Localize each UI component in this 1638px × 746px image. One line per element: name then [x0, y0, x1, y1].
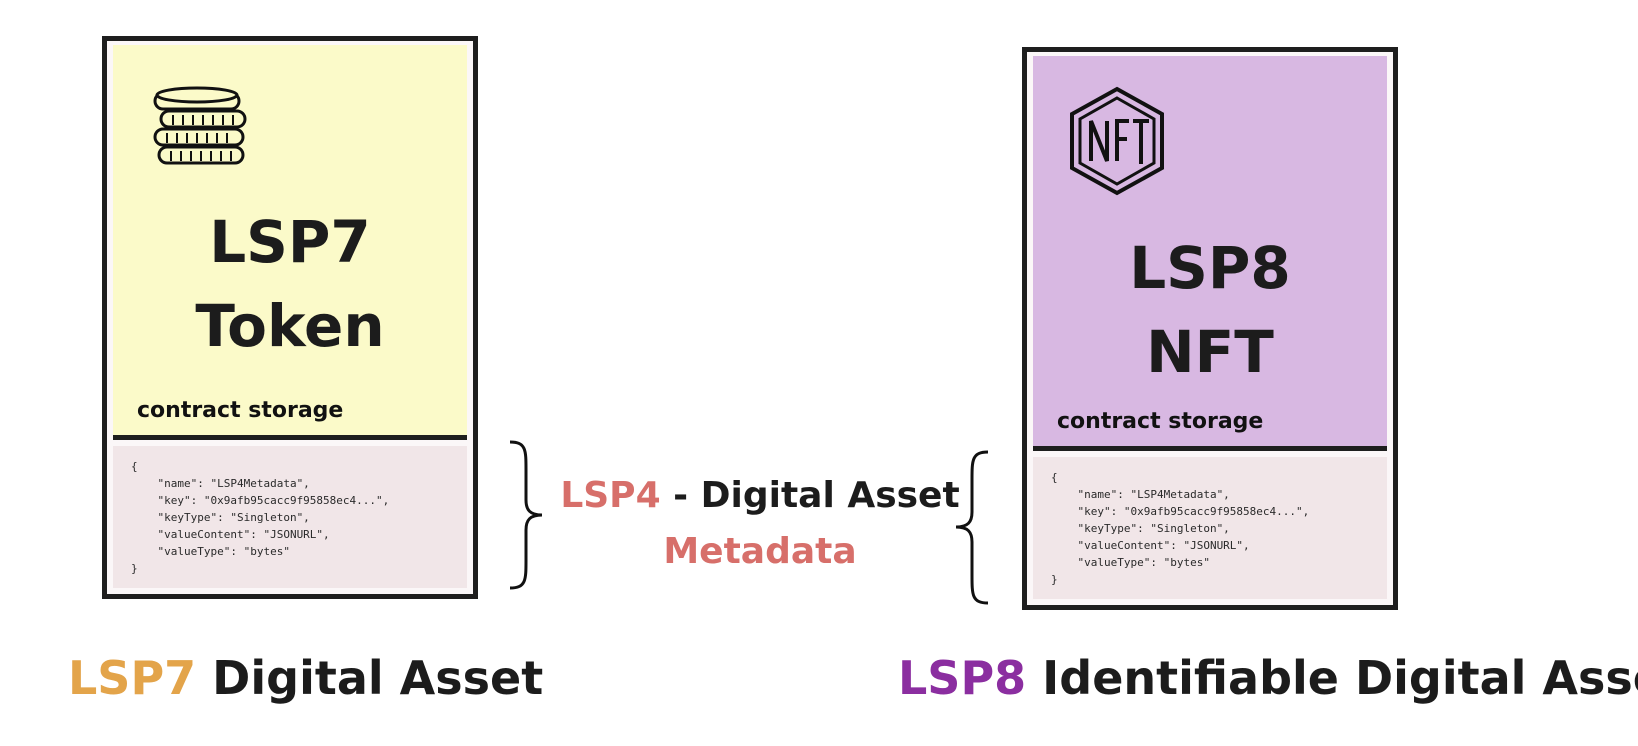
lsp8-card-header: LSP8 NFT contract storage — [1033, 56, 1387, 446]
lsp7-card: LSP7 Token contract storage { "name": "L… — [102, 36, 478, 599]
lsp7-caption-prefix: LSP7 — [68, 651, 197, 705]
lsp8-caption-prefix: LSP8 — [898, 651, 1027, 705]
lsp4-line2: Metadata — [663, 531, 857, 572]
lsp7-divider — [113, 435, 467, 440]
nft-hexagon-icon — [1067, 86, 1167, 200]
right-brace-icon — [955, 450, 989, 605]
lsp4-prefix: LSP4 — [560, 475, 661, 516]
lsp8-digital-asset-caption: LSP8 Identifiable Digital Asset — [898, 650, 1638, 706]
lsp4-metadata-label: LSP4 - Digital Asset Metadata — [540, 468, 980, 580]
lsp7-title-line1: LSP7 — [209, 208, 371, 276]
lsp7-storage-label: contract storage — [137, 398, 344, 423]
lsp7-digital-asset-caption: LSP7 Digital Asset — [68, 650, 543, 706]
left-brace-icon — [509, 440, 543, 590]
lsp7-caption-rest: Digital Asset — [196, 651, 544, 705]
lsp8-divider — [1033, 446, 1387, 451]
lsp8-title-line2: NFT — [1146, 318, 1274, 386]
lsp8-caption-rest: Identifiable Digital Asset — [1026, 651, 1638, 705]
lsp8-title-line1: LSP8 — [1129, 234, 1291, 302]
lsp7-card-title: LSP7 Token — [113, 200, 467, 368]
coin-stack-icon — [153, 83, 253, 177]
lsp8-metadata-code: { "name": "LSP4Metadata", "key": "0x9afb… — [1033, 457, 1387, 599]
lsp8-card-title: LSP8 NFT — [1033, 226, 1387, 394]
lsp7-title-line2: Token — [195, 292, 385, 360]
lsp8-card: LSP8 NFT contract storage { "name": "LSP… — [1022, 47, 1398, 610]
lsp8-storage-label: contract storage — [1057, 409, 1264, 434]
lsp4-separator: - Digital Asset — [660, 475, 960, 516]
lsp7-metadata-code: { "name": "LSP4Metadata", "key": "0x9afb… — [113, 446, 467, 588]
lsp7-card-header: LSP7 Token contract storage — [113, 45, 467, 435]
